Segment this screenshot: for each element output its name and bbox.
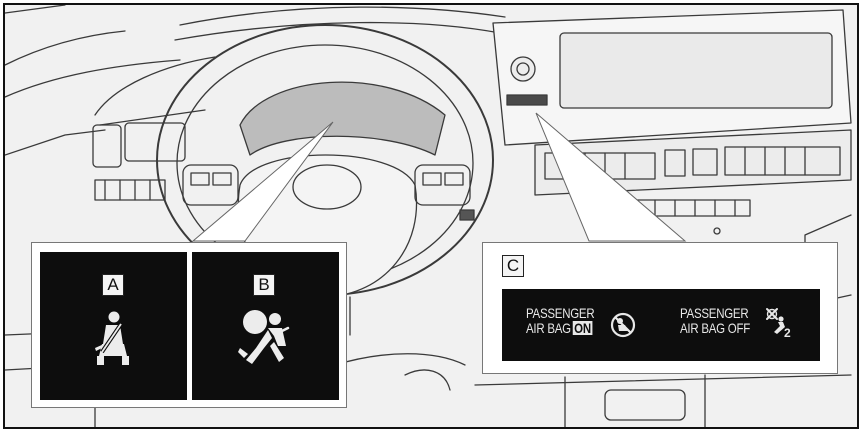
airbag-on-indicator-icon	[610, 312, 636, 338]
airbag-on-status-badge: ON	[572, 321, 592, 335]
srs-airbag-warning-icon	[238, 308, 294, 366]
figure-frame: A B	[3, 3, 859, 429]
seat-belt-indicator: A	[40, 252, 187, 400]
indicator-panel-ab: A B	[31, 242, 347, 408]
airbag-warning-indicator: B	[192, 252, 339, 400]
label-c: C	[502, 255, 524, 277]
airbag-off-indicator-icon: 2	[765, 306, 793, 340]
passenger-label-off: PASSENGER	[680, 306, 750, 321]
label-a: A	[102, 274, 124, 296]
passenger-label-on: PASSENGER	[526, 306, 594, 321]
airbag-off-label: AIR BAG OFF	[680, 321, 750, 336]
airbag-label-on: AIR BAG	[526, 320, 571, 336]
passenger-airbag-off-text: PASSENGER AIR BAG OFF	[680, 306, 750, 336]
seat-belt-reminder-icon	[90, 310, 136, 366]
svg-text:2: 2	[784, 326, 791, 340]
label-b: B	[253, 274, 275, 296]
